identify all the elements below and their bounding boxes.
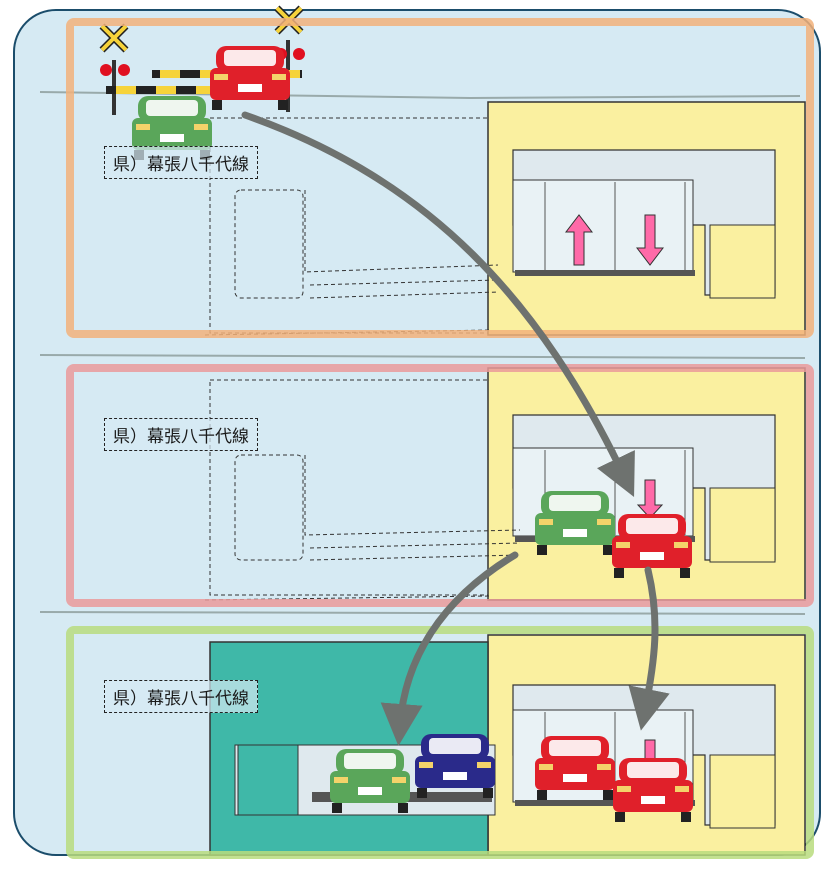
road-label-stage-3: 県）幕張八千代線 (104, 680, 258, 713)
road-label-stage-2: 県）幕張八千代線 (104, 418, 258, 451)
road-label-stage-1: 県）幕張八千代線 (104, 146, 258, 179)
